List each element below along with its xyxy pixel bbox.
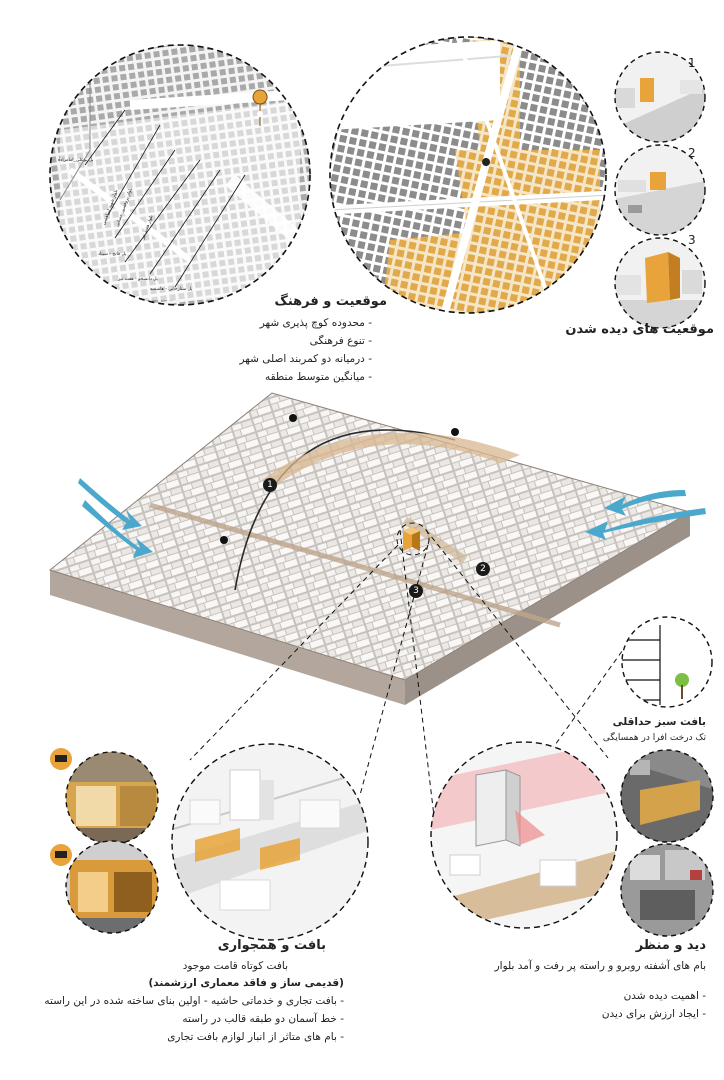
sun-path-arc — [234, 429, 456, 591]
map-label-4: پل فاتح - سیتاد — [98, 252, 127, 257]
view-circle-2 — [615, 145, 705, 235]
fabric-title: بافت و همجواری — [217, 938, 326, 953]
viewpoint-title: دید و منظر — [635, 938, 706, 953]
view-circle-2-border — [614, 144, 706, 236]
shopfront-photo-2 — [66, 841, 158, 933]
view-circle-1-border — [614, 51, 706, 143]
green-subtitle: تک درخت افرا در همسایگی — [602, 733, 706, 743]
rooftop-photo-2-border — [620, 843, 714, 937]
target-building — [403, 527, 420, 551]
map-label-1: پل بوعلی_امامزاده — [58, 158, 94, 163]
view-zoom-circle — [431, 742, 617, 928]
view-number-2: 2 — [688, 146, 696, 160]
wind-arrow-left-icon — [78, 478, 153, 558]
rooftop-photo-1-border — [620, 749, 714, 843]
commercial-icon — [50, 748, 72, 770]
fabric-item-2: - خط آسمان دو طبقه قالب در راسته — [182, 1013, 344, 1025]
rooftop-photo-2 — [621, 844, 713, 936]
marker-1: 1 — [263, 478, 277, 492]
view-number-1: 1 — [688, 56, 696, 70]
fabric-note: (قدیمی ساز و فاقد معماری ارزشمند) — [148, 977, 344, 989]
district-map-circle — [330, 37, 606, 313]
viewpoint-item-2: - ایجاد ارزش برای دیدن — [601, 1008, 706, 1020]
marker-3: 3 — [409, 584, 423, 598]
map-pin-icon — [252, 89, 268, 127]
view-circle-3 — [615, 238, 705, 328]
green-section-border — [621, 616, 713, 708]
fabric-item-1: - بافت تجاری و خدماتی حاشیه - اولین بنای… — [44, 995, 344, 1007]
map-label-7: پل ستارخانی - هاشمیه — [150, 287, 193, 292]
fabric-item-3: - بام های متاثر از انبار لوازم بافت تجار… — [167, 1031, 344, 1043]
city-map-border — [49, 44, 311, 306]
sun-shadow-band — [262, 432, 520, 490]
commercial-icon — [50, 844, 72, 866]
location-item-3: - درمیانه دو کمربند اصلی شهر — [239, 353, 372, 365]
marker-2: 2 — [476, 562, 490, 576]
location-title: موقعیت و فرهنگ — [274, 294, 387, 309]
shopfront-photo-1 — [66, 752, 158, 844]
view-circle-3-border — [614, 237, 706, 329]
map-label-5: پل دانشجو - هفت تیر — [118, 277, 158, 282]
location-item-2: - تنوع فرهنگی — [309, 335, 372, 347]
viewpoint-subtitle: بام های آشفته روبرو و راسته پر رفت و آمد… — [494, 960, 706, 972]
viewpoint-item-1: - اهمیت دیده شدن — [623, 990, 706, 1002]
fabric-zoom-circle — [172, 744, 368, 940]
city-map-circle — [50, 45, 310, 305]
views-title: موقعیت های دیده شدن — [565, 322, 714, 337]
location-item-1: - محدوده کوچ پذیری شهر — [259, 317, 372, 329]
view-zoom-border — [430, 741, 618, 929]
view-number-3: 3 — [688, 233, 696, 247]
green-section-circle — [622, 617, 712, 707]
district-pin-icon — [482, 158, 491, 178]
map-leader-lines — [84, 109, 246, 288]
fabric-zoom-border — [171, 743, 369, 941]
rooftop-photo-1 — [621, 750, 713, 842]
location-item-4: - میانگین متوسط منطقه — [264, 371, 372, 383]
view-circle-1 — [615, 52, 705, 142]
green-title: بافت سبز حداقلی — [612, 716, 706, 728]
fabric-subtitle: بافت کوتاه قامت موجود — [182, 960, 288, 972]
district-map-border — [329, 36, 607, 314]
shopfront-photo-2-border — [65, 840, 159, 934]
sun-icons — [220, 414, 459, 544]
wind-arrow-right-icon — [585, 490, 706, 540]
